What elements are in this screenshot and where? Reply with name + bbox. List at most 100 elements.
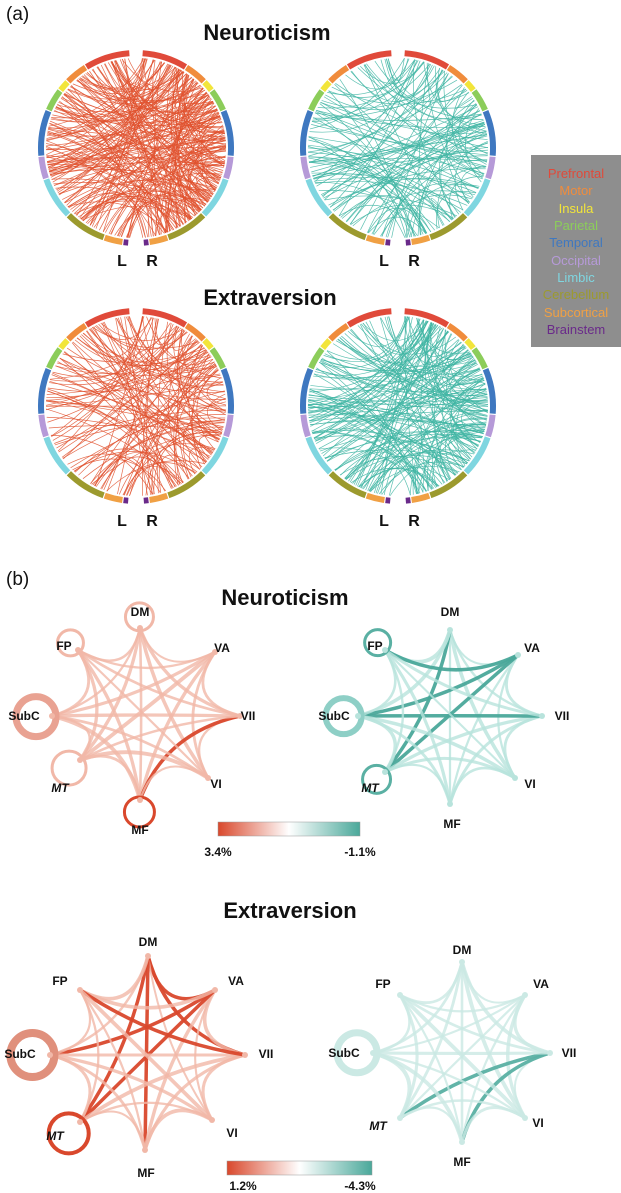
network-edge <box>460 994 526 1143</box>
connection-line <box>196 118 222 192</box>
connection-line <box>82 205 192 221</box>
connection-line <box>381 124 486 237</box>
connection-line <box>316 110 486 129</box>
connection-line <box>351 68 441 102</box>
node-label-fp: FP <box>56 639 71 653</box>
ring-segment <box>103 234 123 245</box>
ring-segment <box>84 50 130 70</box>
connection-line <box>319 316 408 368</box>
network-node <box>237 713 243 719</box>
connection-line <box>57 361 213 454</box>
connection-line <box>173 359 214 484</box>
node-label-va: VA <box>533 977 549 991</box>
connection-line <box>311 121 488 161</box>
connection-line <box>309 76 453 163</box>
connection-line <box>309 418 485 430</box>
network-edge <box>372 1051 526 1119</box>
connection-line <box>190 100 225 133</box>
connection-line <box>187 157 226 203</box>
connection-line <box>115 60 219 115</box>
connection-line <box>45 82 199 150</box>
connection-line <box>64 145 227 204</box>
connection-line <box>128 96 211 238</box>
connection-line <box>158 454 201 493</box>
connection-line <box>326 431 483 462</box>
connection-line <box>62 390 225 459</box>
connection-line <box>437 68 485 126</box>
connection-line <box>332 142 488 211</box>
connection-line <box>54 409 226 444</box>
ring-segment <box>223 156 234 180</box>
network-edge <box>398 1051 551 1120</box>
connection-line <box>92 369 219 486</box>
connection-line <box>52 372 214 452</box>
connection-line <box>187 164 225 209</box>
network-node <box>47 1052 53 1058</box>
connection-line <box>360 61 425 84</box>
connection-line <box>309 354 473 390</box>
connection-line <box>83 74 194 107</box>
connection-line <box>324 69 444 201</box>
network-edge <box>79 955 150 1001</box>
region-legend: Prefrontal Motor Insula Parietal Tempora… <box>543 166 609 337</box>
connection-line <box>335 83 489 149</box>
network-node <box>145 953 151 959</box>
network-node <box>447 627 453 633</box>
connection-line <box>83 92 207 222</box>
connection-line <box>311 63 431 122</box>
connection-line <box>75 193 181 227</box>
connection-line <box>326 373 483 462</box>
connection-line <box>423 319 471 460</box>
connection-line <box>426 322 488 417</box>
legend-item-subcortical: Subcortical <box>544 305 608 320</box>
connection-line <box>308 156 426 234</box>
network-edge <box>384 648 543 718</box>
connection-line <box>313 79 458 119</box>
network-node <box>512 775 518 781</box>
connection-line <box>45 94 209 147</box>
connection-line <box>360 73 449 230</box>
connection-line <box>91 69 198 104</box>
connection-line <box>185 78 225 133</box>
ring-segment <box>46 347 63 370</box>
ring-segment <box>429 213 468 241</box>
node-label-vi: VI <box>524 777 535 791</box>
connection-line <box>322 59 415 198</box>
ring-segment <box>103 492 123 503</box>
connection-line <box>185 105 216 204</box>
network-edge <box>399 994 526 1013</box>
ring-segment <box>167 213 206 241</box>
connection-line <box>115 318 148 496</box>
network-edge <box>399 993 551 1055</box>
connection-line <box>321 110 480 197</box>
connection-line <box>334 436 483 471</box>
network-edge <box>399 961 464 1005</box>
connection-line <box>146 318 159 495</box>
connection-line <box>119 59 223 124</box>
ring-segment <box>328 322 350 342</box>
self-connection-ring <box>363 628 393 658</box>
connection-line <box>321 70 445 109</box>
ring-segment <box>38 368 52 414</box>
connection-line <box>307 326 440 410</box>
ring-segment <box>482 368 496 414</box>
connection-line <box>325 72 448 111</box>
network-edge <box>143 1108 213 1151</box>
connection-line <box>383 460 419 496</box>
connection-line <box>315 368 489 405</box>
connection-line <box>334 441 468 471</box>
network-edge <box>138 627 210 780</box>
connection-line <box>51 317 152 437</box>
ring-segment <box>328 213 367 241</box>
connection-line <box>308 321 429 419</box>
connection-line <box>100 456 177 489</box>
connection-line <box>458 99 487 165</box>
connection-line <box>365 321 487 390</box>
circos-plot <box>300 308 496 504</box>
connection-line <box>349 88 467 225</box>
node-label-fp: FP <box>375 977 390 991</box>
network-plot <box>322 627 545 807</box>
ring-segment <box>66 64 88 84</box>
connection-line <box>417 131 487 236</box>
connection-line <box>314 60 419 182</box>
